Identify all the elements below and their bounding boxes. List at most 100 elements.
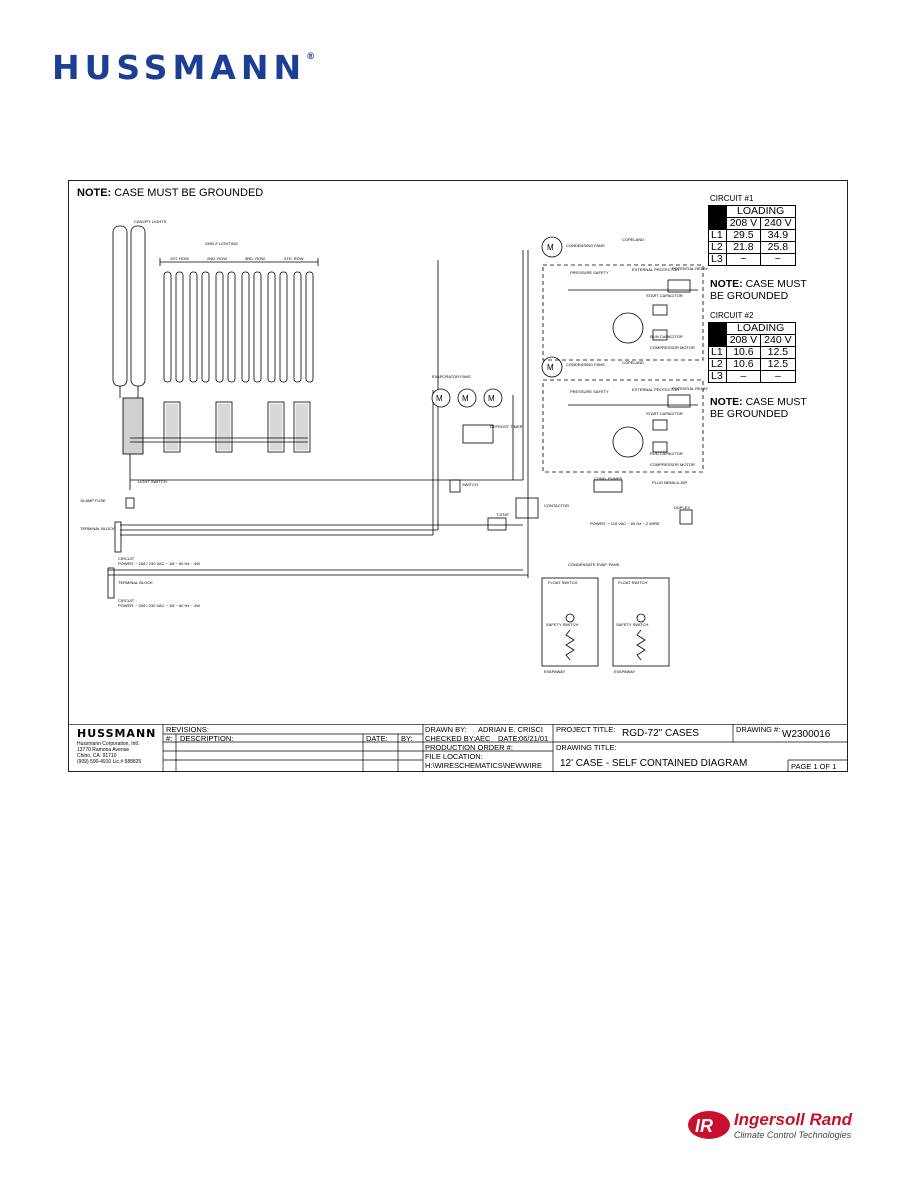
ir-brand-text: Ingersoll Rand (733, 1110, 852, 1129)
load-value: 12.5 (760, 358, 796, 371)
label-run-capacitor-1: RUN CAPACITOR (650, 334, 683, 339)
load-value: 34.9 (760, 229, 796, 242)
label-circuit-a-power: POWER: ~ 208 / 230 VAC ~ 1Ø ~ 60 Hz ~ 4W (118, 561, 200, 566)
page-number: PAGE 1 OF 1 (791, 762, 837, 771)
date-column-label: DATE: (366, 734, 388, 743)
label-row-1: 1ST. ROW (170, 256, 189, 261)
voltage-header: 240 V (760, 334, 796, 347)
table-row: L2 21.8 25.8 (708, 241, 796, 254)
line-label: L2 (708, 241, 727, 254)
label-terminal-block-2: TERMINAL BLOCK (118, 580, 153, 585)
label-fuse: 15 AMP FUSE (80, 498, 106, 503)
label-start-capacitor-1: START CAPACITOR (646, 293, 683, 298)
label-external-protector-1: EXTERNAL PROTECTOR (632, 267, 680, 272)
table-row: L2 10.6 12.5 (708, 358, 796, 371)
label-pressure-safety-2: PRESSURE SAFETY (570, 389, 609, 394)
circuit-1-loading-table: LOADING 208 V 240 V L1 29.5 34.9 L2 21.8… (708, 205, 796, 266)
load-value: 29.5 (725, 229, 762, 242)
label-copeland-1: COPELAND (622, 237, 645, 242)
shelf-light-tubes (159, 258, 319, 453)
production-order-label: PRODUCTION ORDER #: (425, 743, 513, 752)
drawing-number-label: DRAWING #: (736, 725, 781, 734)
ir-subtitle: Climate Control Technologies (733, 1130, 852, 1140)
title-block-logo: HUSSMANN (77, 727, 157, 740)
compressor-internals (462, 279, 698, 458)
circuit-1-title: CIRCUIT #1 (710, 194, 754, 203)
label-pressure-safety-1: PRESSURE SAFETY (570, 270, 609, 275)
project-title-value: RGD-72" CASES (622, 728, 699, 739)
phone-line: (909) 590-4910 Lic.# 588825 (77, 759, 142, 765)
address-line: Chino, CA. 91710 (77, 753, 117, 759)
revisions-label: REVISIONS: (166, 725, 209, 734)
load-value: 10.6 (725, 346, 762, 359)
table-row: L1 29.5 34.9 (708, 229, 796, 242)
table-corner (708, 322, 727, 347)
loading-header: LOADING (725, 322, 796, 335)
main-ground-note: NOTE: CASE MUST BE GROUNDED (77, 187, 263, 199)
line-label: L3 (708, 370, 727, 383)
circuit-2-loading-table: LOADING 208 V 240 V L1 10.6 12.5 L2 10.6… (708, 322, 796, 383)
line-label: L1 (708, 346, 727, 359)
title-block-grid (68, 724, 848, 772)
company-address: Hussmann Corporation, Intl. 13770 Ramona… (77, 741, 141, 765)
circuit-2-title: CIRCUIT #2 (710, 311, 754, 320)
label-evapaway-1: EVAPAWAY (544, 669, 566, 674)
voltage-header: 240 V (760, 217, 796, 230)
label-tstat: T-STAT (496, 512, 510, 517)
file-location-label: FILE LOCATION: (425, 752, 483, 761)
label-duplex: DUPLEX (674, 505, 691, 510)
label-compressor-motor-2: COMPRESSOR MOTOR (650, 462, 695, 467)
load-value: 10.6 (725, 358, 762, 371)
label-cond-pumps: COND. PUMPS (594, 476, 623, 481)
label-power-115: POWER: ~ 115 VAC ~ 60 Hz ~ 2 WIRE (590, 521, 660, 526)
note-text: CASE MUST (745, 278, 807, 290)
label-light-switch: LIGHT SWITCH (138, 479, 167, 484)
label-terminal-block-1: TERMINAL BLOCK (80, 526, 115, 531)
label-plug-nema: PLUG NEMA 6-15P (652, 480, 688, 485)
evaporator-pans (527, 575, 670, 667)
address-line: 13770 Ramona Avenue (77, 747, 130, 753)
label-float-switch-2: FLOAT SWITCH (618, 580, 648, 585)
label-compressor-motor-1: COMPRESSOR MOTOR (650, 345, 695, 350)
label-condensing-fans-1: CONDENSING FANS (566, 243, 605, 248)
wiring-diagram-frame (68, 180, 848, 772)
load-value: – (725, 370, 762, 383)
label-safety-switch-2: SAFETY SWITCH (616, 622, 649, 627)
drawing-number-value: W2300016 (782, 729, 831, 740)
wiring-schematic: M M M M M (107, 225, 704, 667)
note-label: NOTE: (710, 396, 743, 408)
label-condensate-evap-pans: CONDENSATE EVAP. PANS (568, 562, 620, 567)
note-text: BE GROUNDED (710, 408, 789, 420)
label-canopy-lights: CANOPY LIGHTS (134, 219, 167, 224)
bus-lines (108, 250, 529, 576)
label-row-2: 2ND. ROW (207, 256, 227, 261)
label-potential-relay-1: POTENTIAL RELAY (672, 266, 709, 271)
date-value: 06/21/01 (519, 734, 549, 743)
load-value: ~ (760, 253, 796, 266)
load-value: ~ (725, 253, 762, 266)
motor-symbols: M M M M M (431, 236, 563, 408)
svg-text:M: M (462, 394, 469, 403)
note-text: CASE MUST (745, 396, 807, 408)
label-evaporator-fans: EVAPORATOR FANS (432, 374, 471, 379)
label-float-switch-1: FLOAT SWITCH (548, 580, 578, 585)
control-devices (449, 479, 693, 531)
table-corner (708, 205, 727, 230)
hussmann-logo: HUSSMANN® (52, 48, 315, 87)
date-label: DATE: (498, 734, 520, 743)
by-column-label: BY: (401, 734, 413, 743)
label-circuit-b: CIRCUIT (118, 598, 135, 603)
line-label: L2 (708, 358, 727, 371)
registered-mark: ® (306, 52, 316, 62)
note-text: BE GROUNDED (710, 290, 789, 302)
table-row: L1 10.6 12.5 (708, 346, 796, 359)
load-value: 25.8 (760, 241, 796, 254)
load-value: 12.5 (760, 346, 796, 359)
ingersoll-rand-logo: IR Ingersoll Rand Climate Control Techno… (687, 1110, 852, 1140)
svg-text:M: M (547, 363, 554, 372)
loading-header: LOADING (725, 205, 796, 218)
label-circuit-b-power: POWER: ~ 208 / 230 VAC ~ 1Ø ~ 60 Hz ~ 4W (118, 603, 200, 608)
line-label: L3 (708, 253, 727, 266)
